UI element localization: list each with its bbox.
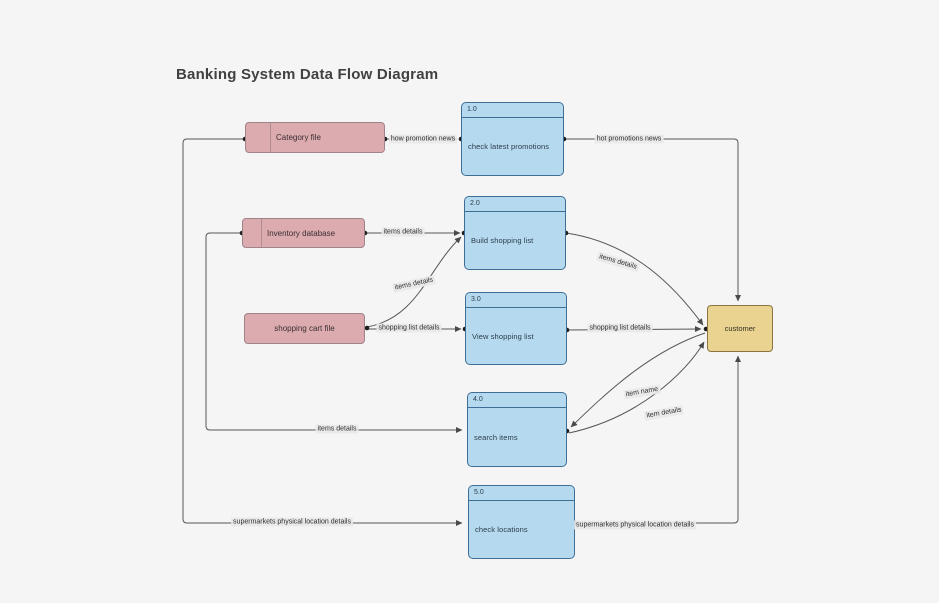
edge-label-items-details-search[interactable]: items details bbox=[315, 424, 359, 434]
connection-point bbox=[364, 325, 370, 331]
datastore-label: shopping cart file bbox=[274, 324, 335, 333]
datastore-divider bbox=[270, 123, 271, 152]
edge-items-details-search[interactable] bbox=[205, 232, 463, 434]
datastore-category-file[interactable]: Category file bbox=[245, 122, 385, 153]
entity-customer[interactable]: customer bbox=[707, 305, 773, 352]
edge-items-details-cart[interactable] bbox=[366, 236, 462, 328]
process-label: View shopping list bbox=[472, 331, 534, 341]
process-number: 4.0 bbox=[468, 393, 566, 408]
datastore-divider bbox=[261, 219, 262, 247]
edge-item-name[interactable] bbox=[570, 332, 706, 428]
process-check-latest-promotions[interactable]: 1.0 check latest promotions bbox=[461, 102, 564, 176]
edge-label-supermarkets-right[interactable]: supermarkets physical location details bbox=[574, 520, 696, 530]
edge-label-how-promotion-news[interactable]: how promotion news bbox=[388, 134, 458, 144]
process-label: search items bbox=[474, 432, 518, 442]
process-label: Build shopping list bbox=[471, 236, 534, 245]
diagram-title: Banking System Data Flow Diagram bbox=[176, 66, 439, 83]
edge-label-shopping-list-details-view[interactable]: shopping list details bbox=[587, 323, 653, 333]
edge-supermarkets-left[interactable] bbox=[182, 138, 463, 527]
process-label: check latest promotions bbox=[468, 142, 550, 151]
datastore-label: Inventory database bbox=[267, 228, 336, 238]
datastore-shopping-cart-file[interactable]: shopping cart file bbox=[244, 313, 365, 344]
process-number: 1.0 bbox=[462, 103, 563, 118]
edge-hot-promotions-news[interactable] bbox=[564, 138, 742, 302]
process-view-shopping-list[interactable]: 3.0 View shopping list bbox=[465, 292, 567, 365]
process-check-locations[interactable]: 5.0 check locations bbox=[468, 485, 575, 559]
edge-label-items-details-inventory[interactable]: items details bbox=[381, 227, 425, 237]
edge-supermarkets-right[interactable] bbox=[575, 355, 742, 524]
process-number: 5.0 bbox=[469, 486, 574, 501]
process-label: check locations bbox=[475, 525, 528, 534]
edge-label-hot-promotions-news[interactable]: hot promotions news bbox=[594, 134, 664, 144]
datastore-inventory-database[interactable]: Inventory database bbox=[242, 218, 365, 248]
edge-label-supermarkets-left[interactable]: supermarkets physical location details bbox=[231, 517, 353, 527]
edge-label-shopping-list-details-cart[interactable]: shopping list details bbox=[376, 323, 442, 333]
process-search-items[interactable]: 4.0 search items bbox=[467, 392, 567, 467]
process-number: 3.0 bbox=[466, 293, 566, 308]
process-number: 2.0 bbox=[465, 197, 565, 212]
process-build-shopping-list[interactable]: 2.0 Build shopping list bbox=[464, 196, 566, 270]
edge-items-details-build[interactable] bbox=[565, 232, 704, 326]
datastore-label: Category file bbox=[276, 133, 321, 142]
